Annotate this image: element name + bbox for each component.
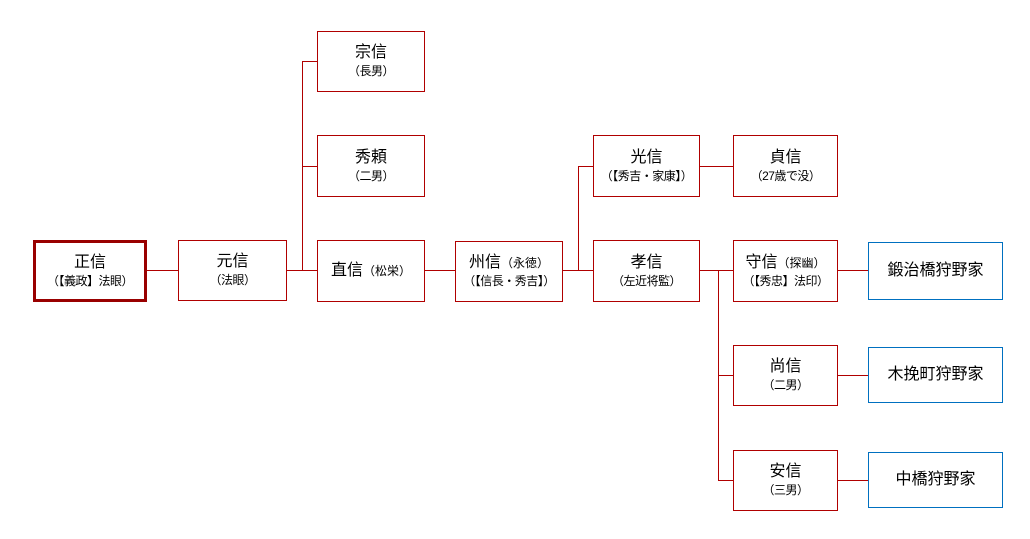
person-note: （27歳で没） — [750, 168, 821, 183]
connector-line — [718, 480, 733, 481]
person-note: （【義政】法眼） — [46, 273, 134, 288]
person-name-line: 直信（松栄） — [331, 261, 411, 282]
connector-line — [425, 270, 455, 271]
connector-line — [287, 270, 317, 271]
person-name: 正信 — [73, 253, 106, 271]
person-name-suffix: （松栄） — [363, 263, 412, 278]
person-note: （法眼） — [209, 273, 256, 288]
connector-line — [838, 375, 868, 376]
person-name: 州信 — [468, 254, 501, 272]
person-note: （【秀忠】法印） — [742, 273, 829, 288]
connector-line — [147, 270, 178, 271]
person-note: （二男） — [347, 168, 395, 183]
node-naonobu: 尚信 （二男） — [733, 345, 838, 406]
person-name: 守信 — [745, 253, 778, 271]
node-kobikicho-kano-ke: 木挽町狩野家 — [868, 347, 1003, 403]
person-name: 秀頼 — [354, 148, 387, 166]
person-name-suffix: （永徳） — [501, 256, 550, 271]
person-name: 直信 — [330, 261, 363, 279]
connector-line — [302, 61, 317, 62]
person-name: 元信 — [216, 253, 249, 271]
node-mitsunobu: 光信 （【秀吉・家康】） — [593, 135, 700, 197]
connector-line — [563, 270, 593, 271]
person-name: 宗信 — [354, 44, 387, 62]
person-name-line: 州信（永徳） — [469, 253, 549, 274]
person-name: 安信 — [769, 463, 802, 481]
node-munenobu: 宗信 （長男） — [317, 31, 425, 92]
node-motonobu: 元信 （法眼） — [178, 240, 287, 301]
node-yasunobu: 安信 （三男） — [733, 450, 838, 511]
node-takanobu: 孝信 （左近将監） — [593, 240, 700, 302]
person-note: （二男） — [762, 378, 809, 393]
node-masanobu: 正信 （【義政】法眼） — [33, 240, 147, 302]
person-note: （【秀吉・家康】） — [600, 168, 693, 183]
node-shoei: 直信（松栄） — [317, 240, 425, 302]
connector-line — [578, 166, 593, 167]
branch-house-name: 中橋狩野家 — [895, 470, 976, 488]
connector-line — [302, 61, 303, 270]
connector-line — [302, 166, 317, 167]
person-note: （【信長・秀吉】） — [463, 274, 555, 289]
connector-line — [718, 375, 733, 376]
connector-line — [700, 166, 733, 167]
person-name: 光信 — [630, 148, 663, 166]
node-sadanobu: 貞信 （27歳で没） — [733, 135, 838, 197]
branch-house-name: 鍛治橋狩野家 — [887, 261, 984, 279]
connector-line — [700, 270, 733, 271]
node-nakabashi-kano-ke: 中橋狩野家 — [868, 452, 1003, 508]
person-note: （左近将監） — [611, 273, 682, 288]
branch-house-name: 木挽町狩野家 — [887, 365, 984, 383]
node-eitoku: 州信（永徳） （【信長・秀吉】） — [455, 241, 563, 302]
node-kajibashi-kano-ke: 鍛治橋狩野家 — [868, 242, 1003, 300]
person-name-suffix: （探幽） — [777, 255, 826, 270]
node-tanyu: 守信（探幽） （【秀忠】法印） — [733, 240, 838, 302]
person-name: 孝信 — [630, 253, 663, 271]
connector-line — [838, 480, 868, 481]
person-note: （長男） — [347, 64, 395, 79]
person-note: （三男） — [762, 483, 809, 498]
person-name: 貞信 — [769, 148, 802, 166]
connector-line — [838, 270, 868, 271]
node-hideyori: 秀頼 （二男） — [317, 135, 425, 197]
connector-line — [578, 166, 579, 270]
person-name-line: 守信（探幽） — [745, 253, 825, 274]
person-name: 尚信 — [769, 358, 802, 376]
